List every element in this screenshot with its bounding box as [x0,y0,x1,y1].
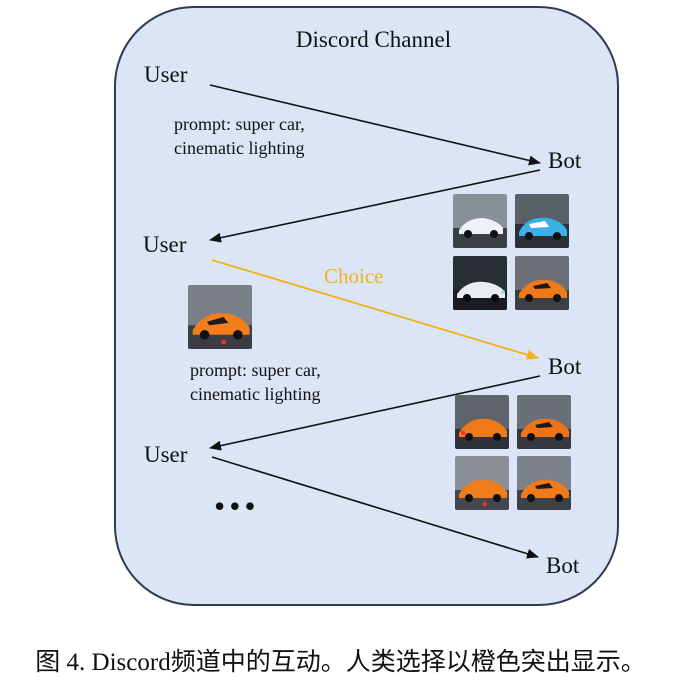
car-image-white-2 [453,256,507,310]
ellipsis: ••• [214,488,260,524]
car-image-orange-5 [517,456,571,510]
arrow-user-to-bot-1 [209,84,541,166]
car-image-orange-4 [455,456,509,510]
bot-label-2: Bot [548,354,582,379]
user-label-3: User [144,442,188,467]
car-image-white-1 [453,194,507,248]
bot-label-3: Bot [546,553,580,578]
car-image-orange-2 [455,395,509,449]
figure-caption: 图 4. Discord频道中的互动。人类选择以橙色突出显示。 [35,649,646,676]
arrow-choice-user-to-bot [211,259,539,360]
arrow-user-to-bot-3 [211,456,539,559]
bot-label-1: Bot [548,148,582,173]
car-image-blue-1 [515,194,569,248]
prompt-text-1: prompt: super car, cinematic lighting [174,114,305,158]
user-label-1: User [144,62,188,87]
arrow-bot-to-user-3 [209,375,541,451]
panel-title: Discord Channel [295,27,452,52]
user-label-2: User [143,232,187,257]
car-image-orange-3 [517,395,571,449]
choice-label: Choice [324,264,384,288]
prompt-text-2: prompt: super car, cinematic lighting [190,360,321,404]
car-image-orange-1 [515,256,569,310]
chosen-car-image [188,285,252,349]
arrow-bot-to-user-2 [209,169,541,243]
